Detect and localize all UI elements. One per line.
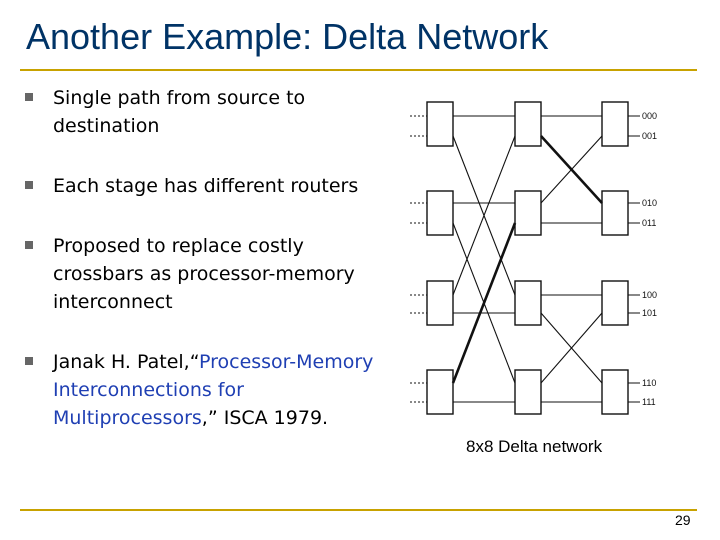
output-label: 100: [642, 290, 657, 300]
switch-box: [601, 190, 629, 236]
title-divider: [20, 69, 697, 71]
bullet-marker-icon: [25, 93, 33, 101]
diagram-caption: 8x8 Delta network: [466, 437, 603, 456]
bullet-marker-icon: [25, 181, 33, 189]
switch-box: [601, 369, 629, 415]
slide-title: Another Example: Delta Network: [26, 16, 549, 57]
output-label: 111: [642, 397, 656, 407]
output-label: 001: [642, 131, 657, 141]
output-label: 101: [642, 308, 657, 318]
bullet-text: Proposed to replace costly crossbars as …: [53, 235, 355, 313]
citation-suffix: ,” ISCA 1979.: [201, 407, 329, 429]
switch-box: [601, 101, 629, 147]
bullet-marker-icon: [25, 241, 33, 249]
citation-prefix: Janak H. Patel,“: [53, 351, 199, 373]
output-label: 110: [642, 378, 656, 388]
stage-link: [540, 135, 603, 204]
switch-box: [426, 190, 454, 236]
switch-box: [426, 369, 454, 415]
bullet-text: Each stage has different routers: [53, 175, 359, 197]
switch-box: [514, 190, 542, 236]
switch-box: [601, 280, 629, 326]
stage-link: [451, 222, 517, 384]
bullet-text: Janak H. Patel,“Processor-Memory Interco…: [53, 348, 393, 432]
switch-box: [514, 369, 542, 415]
switch-box: [514, 280, 542, 326]
output-label: 011: [642, 218, 656, 228]
switch-box: [426, 101, 454, 147]
stage-link: [452, 135, 516, 296]
delta-network-diagram: 000 001 010 011 100 101 110 111: [410, 101, 657, 415]
switch-box: [514, 101, 542, 147]
stage-link: [540, 312, 603, 384]
output-label: 000: [642, 111, 657, 121]
switch-box: [426, 280, 454, 326]
page-number: 29: [675, 512, 691, 528]
bullet-marker-icon: [25, 357, 33, 365]
bullet-text: Single path from source to destination: [53, 87, 306, 137]
output-label: 010: [642, 198, 657, 208]
footer-divider: [20, 509, 697, 511]
paper-title-link[interactable]: Processor-Memory Interconnections for Mu…: [53, 351, 374, 429]
